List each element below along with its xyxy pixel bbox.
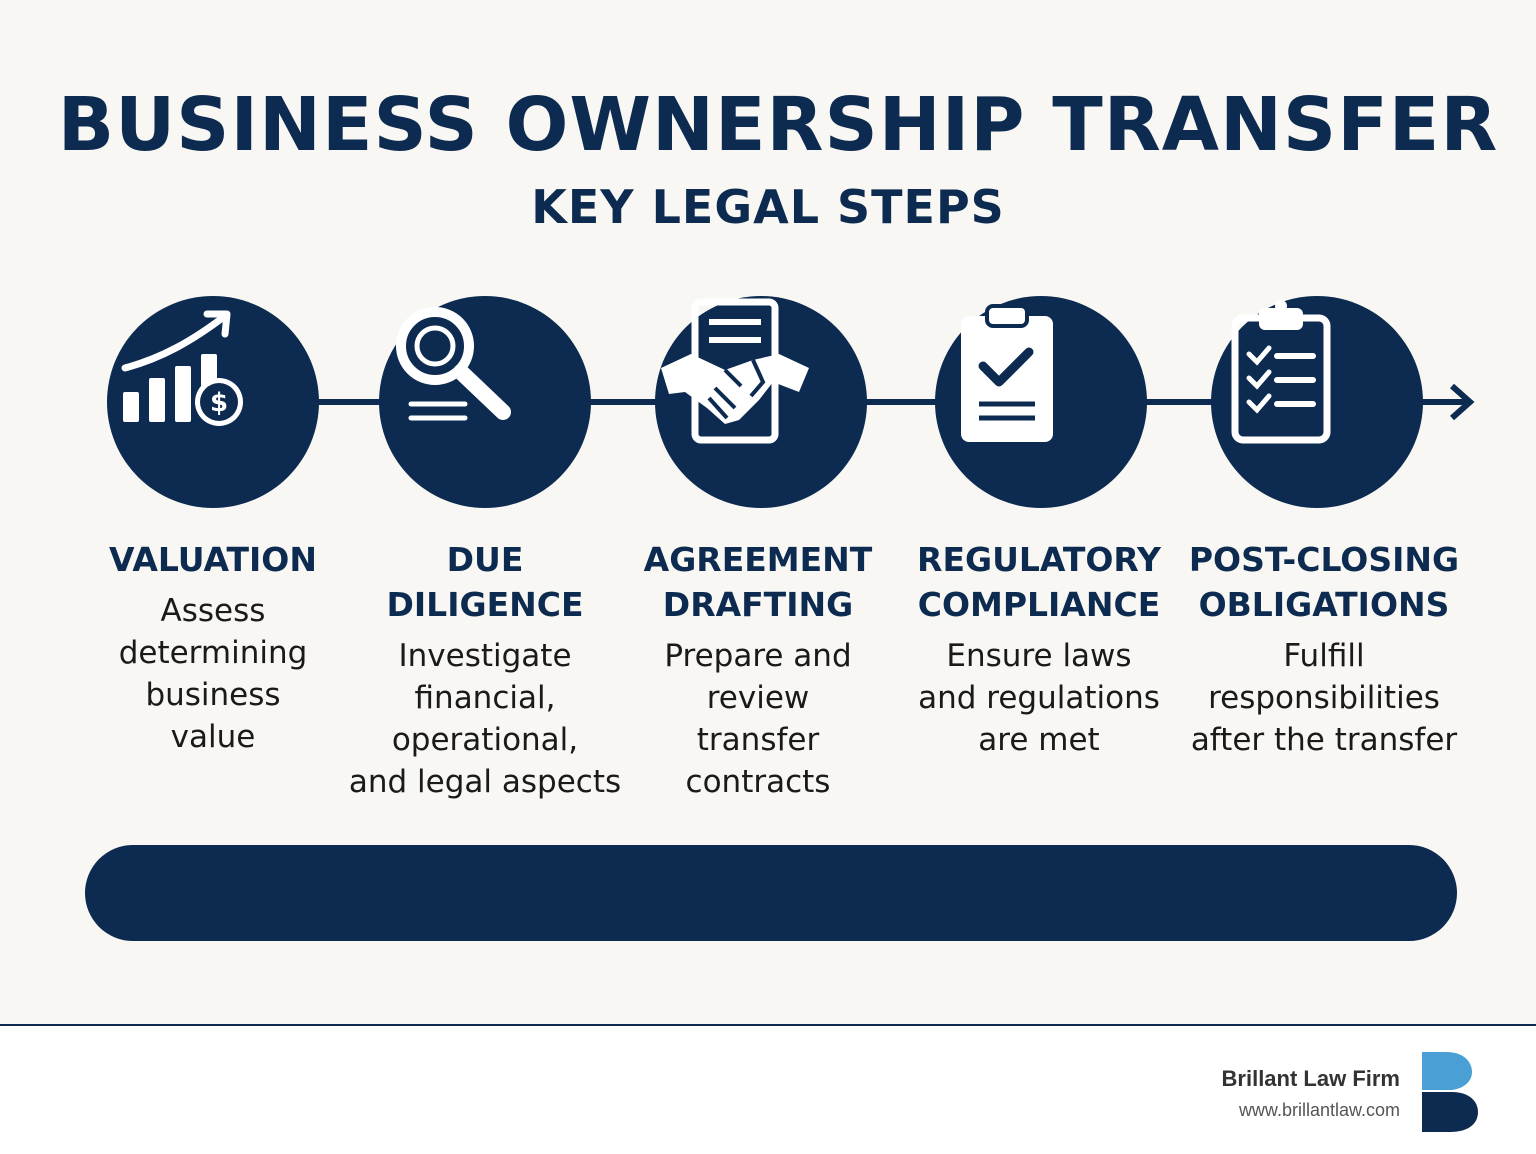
step-title: DUE DILIGENCE (386, 540, 584, 624)
step-circle-regulatory-compliance (935, 296, 1147, 508)
step-title: REGULATORY COMPLIANCE (917, 540, 1161, 624)
step-regulatory-compliance: REGULATORY COMPLIANCE Ensure laws and re… (899, 537, 1179, 761)
brand-name: Brillant Law Firm (1221, 1066, 1400, 1091)
step-description: Assess determining business value (118, 593, 308, 755)
brand-logo-icon (1422, 1052, 1478, 1132)
step-title: POST-CLOSING OBLIGATIONS (1188, 540, 1460, 624)
checklist-icon (1231, 300, 1331, 444)
step-circle-post-closing (1211, 296, 1423, 508)
step-circle-due-diligence (379, 296, 591, 508)
step-valuation: VALUATION Assess determining business va… (73, 537, 353, 758)
step-post-closing: POST-CLOSING OBLIGATIONS Fulfill respons… (1184, 537, 1464, 761)
step-description: Ensure laws and regulations are met (918, 638, 1160, 758)
handshake-document-icon (661, 298, 809, 444)
step-title: VALUATION (109, 540, 317, 579)
step-title: AGREEMENT DRAFTING (643, 540, 873, 624)
svg-text:$: $ (210, 388, 228, 418)
brand-url: www.brillantlaw.com (1238, 1100, 1400, 1120)
step-agreement-drafting: AGREEMENT DRAFTING Prepare and review tr… (618, 537, 898, 803)
page-subtitle: KEY LEGAL STEPS (531, 180, 1005, 234)
magnifier-icon (396, 307, 511, 421)
page-title: BUSINESS OWNERSHIP TRANSFER (57, 82, 1499, 168)
step-circle-agreement-drafting (655, 296, 867, 508)
step-due-diligence: DUE DILIGENCE Investigate financial, ope… (345, 537, 625, 803)
step-description: Fulfill responsibilities after the trans… (1190, 638, 1458, 758)
step-description: Prepare and review transfer contracts (664, 638, 852, 800)
footer (0, 1026, 1536, 1154)
steps-timeline: $ (0, 290, 1536, 520)
bottom-banner-bar (85, 845, 1457, 941)
step-circle-valuation: $ (107, 296, 319, 508)
clipboard-check-icon (961, 304, 1053, 442)
footer-divider (0, 1024, 1536, 1026)
step-description: Investigate financial, operational, and … (348, 638, 622, 800)
chart-dollar-icon: $ (121, 310, 243, 426)
